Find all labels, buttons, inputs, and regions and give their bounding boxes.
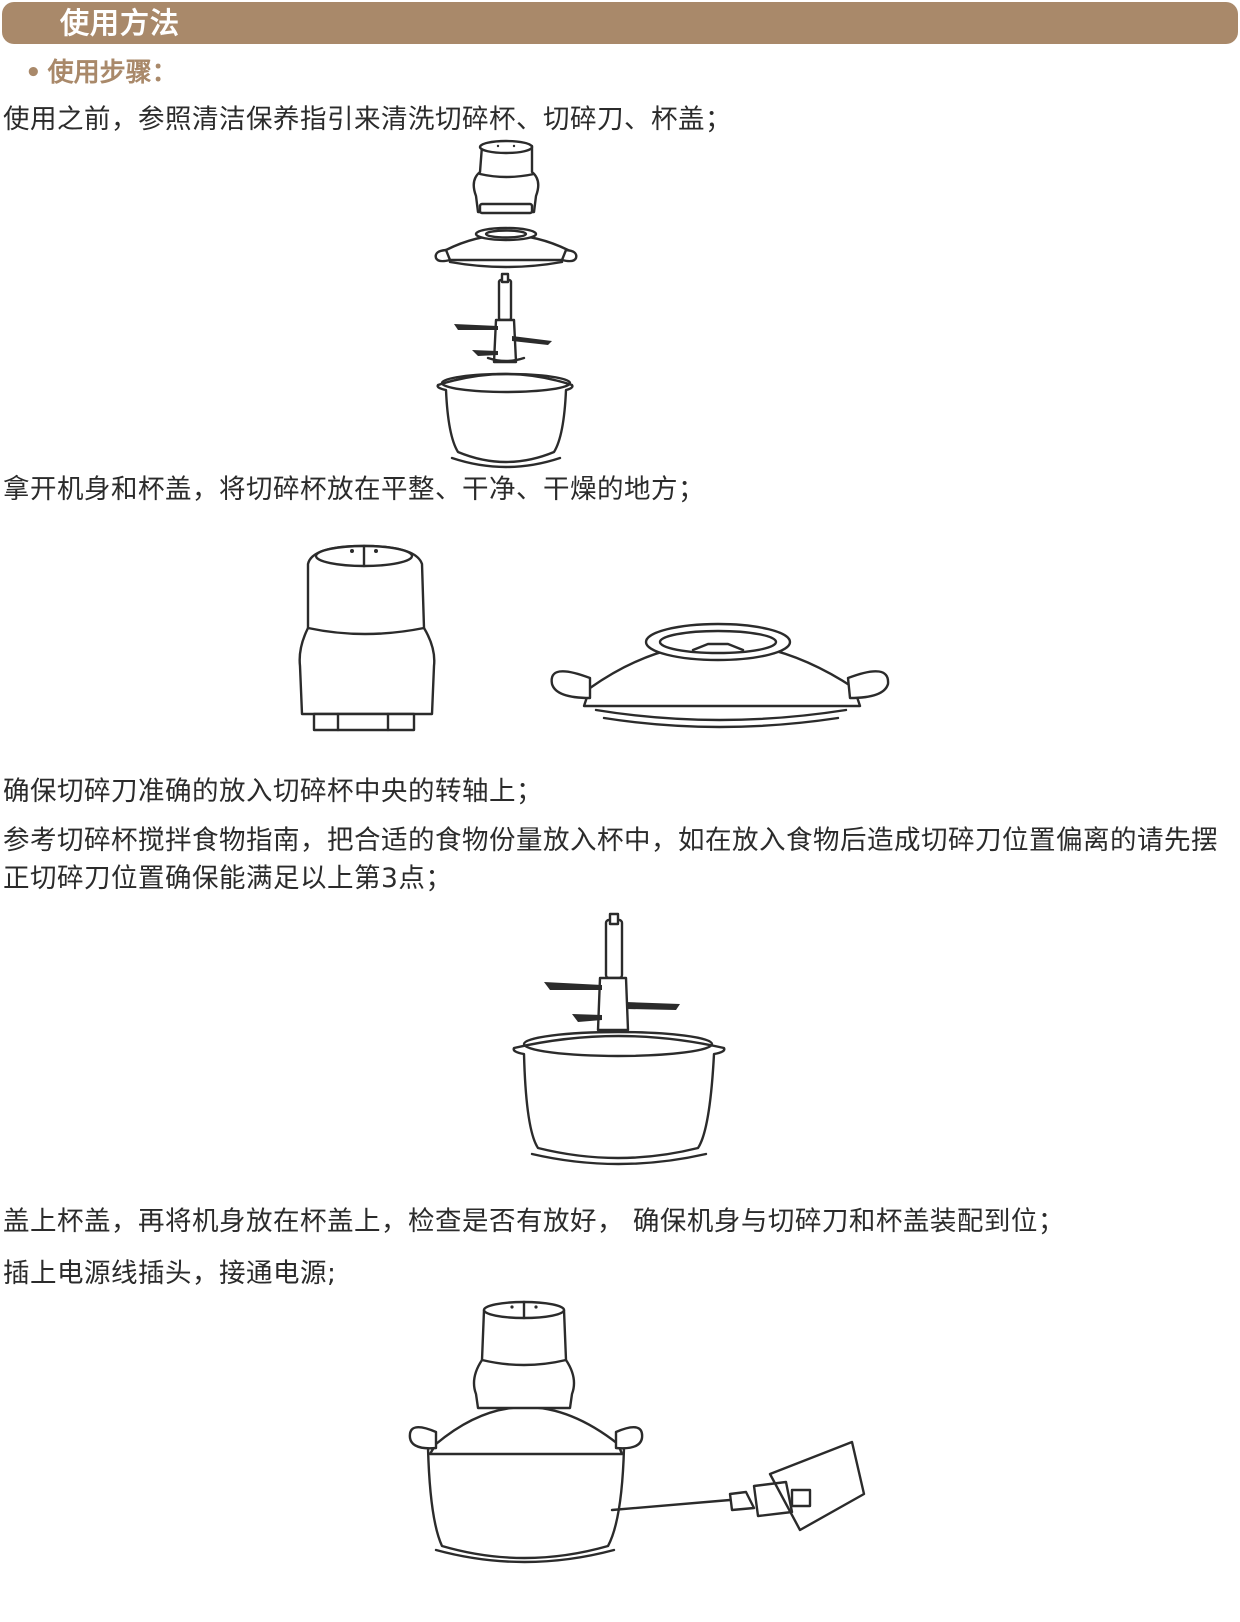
- assembled-chopper-with-plug-illustration: [408, 1298, 868, 1568]
- steps-subheading: •使用步骤：: [25, 55, 178, 91]
- steps-subheading-label: 使用步骤：: [47, 58, 178, 88]
- blade-part: [544, 914, 680, 1030]
- lid-part: [436, 228, 577, 267]
- step-3-text: 确保切碎刀准确的放入切碎杯中央的转轴上；: [3, 776, 543, 807]
- step-6-text: 插上电源线插头，接通电源;: [3, 1258, 337, 1289]
- bowl-part: [438, 374, 573, 467]
- exploded-assembly-illustration: [428, 138, 580, 468]
- step-1-text: 使用之前，参照清洁保养指引来清洗切碎杯、切碎刀、杯盖；: [3, 104, 732, 135]
- motor-body-part: [474, 141, 539, 213]
- bowl-part: [428, 1438, 624, 1562]
- motor-body-and-lid-illustration: [298, 538, 894, 736]
- section-title: 使用方法: [60, 6, 181, 40]
- blade-part: [454, 274, 552, 362]
- power-cord-and-plug: [612, 1442, 864, 1530]
- blade-in-bowl-illustration: [510, 912, 730, 1164]
- step-5-text: 盖上杯盖，再将机身放在杯盖上，检查是否有放好， 确保机身与切碎刀和杯盖装配到位；: [3, 1206, 1065, 1237]
- step-2-text: 拿开机身和杯盖，将切碎杯放在平整、干净、干燥的地方；: [3, 474, 705, 505]
- bowl-part: [514, 1032, 725, 1164]
- lid-part: [552, 624, 888, 727]
- section-header-bar: 使用方法: [2, 2, 1238, 44]
- motor-body-part: [474, 1302, 574, 1408]
- motor-body-part: [300, 546, 435, 730]
- step-4-text: 参考切碎杯搅拌食物指南，把合适的食物份量放入杯中，如在放入食物后造成切碎刀位置偏…: [3, 825, 1218, 894]
- bullet-icon: •: [25, 58, 42, 88]
- lid-part: [410, 1407, 642, 1454]
